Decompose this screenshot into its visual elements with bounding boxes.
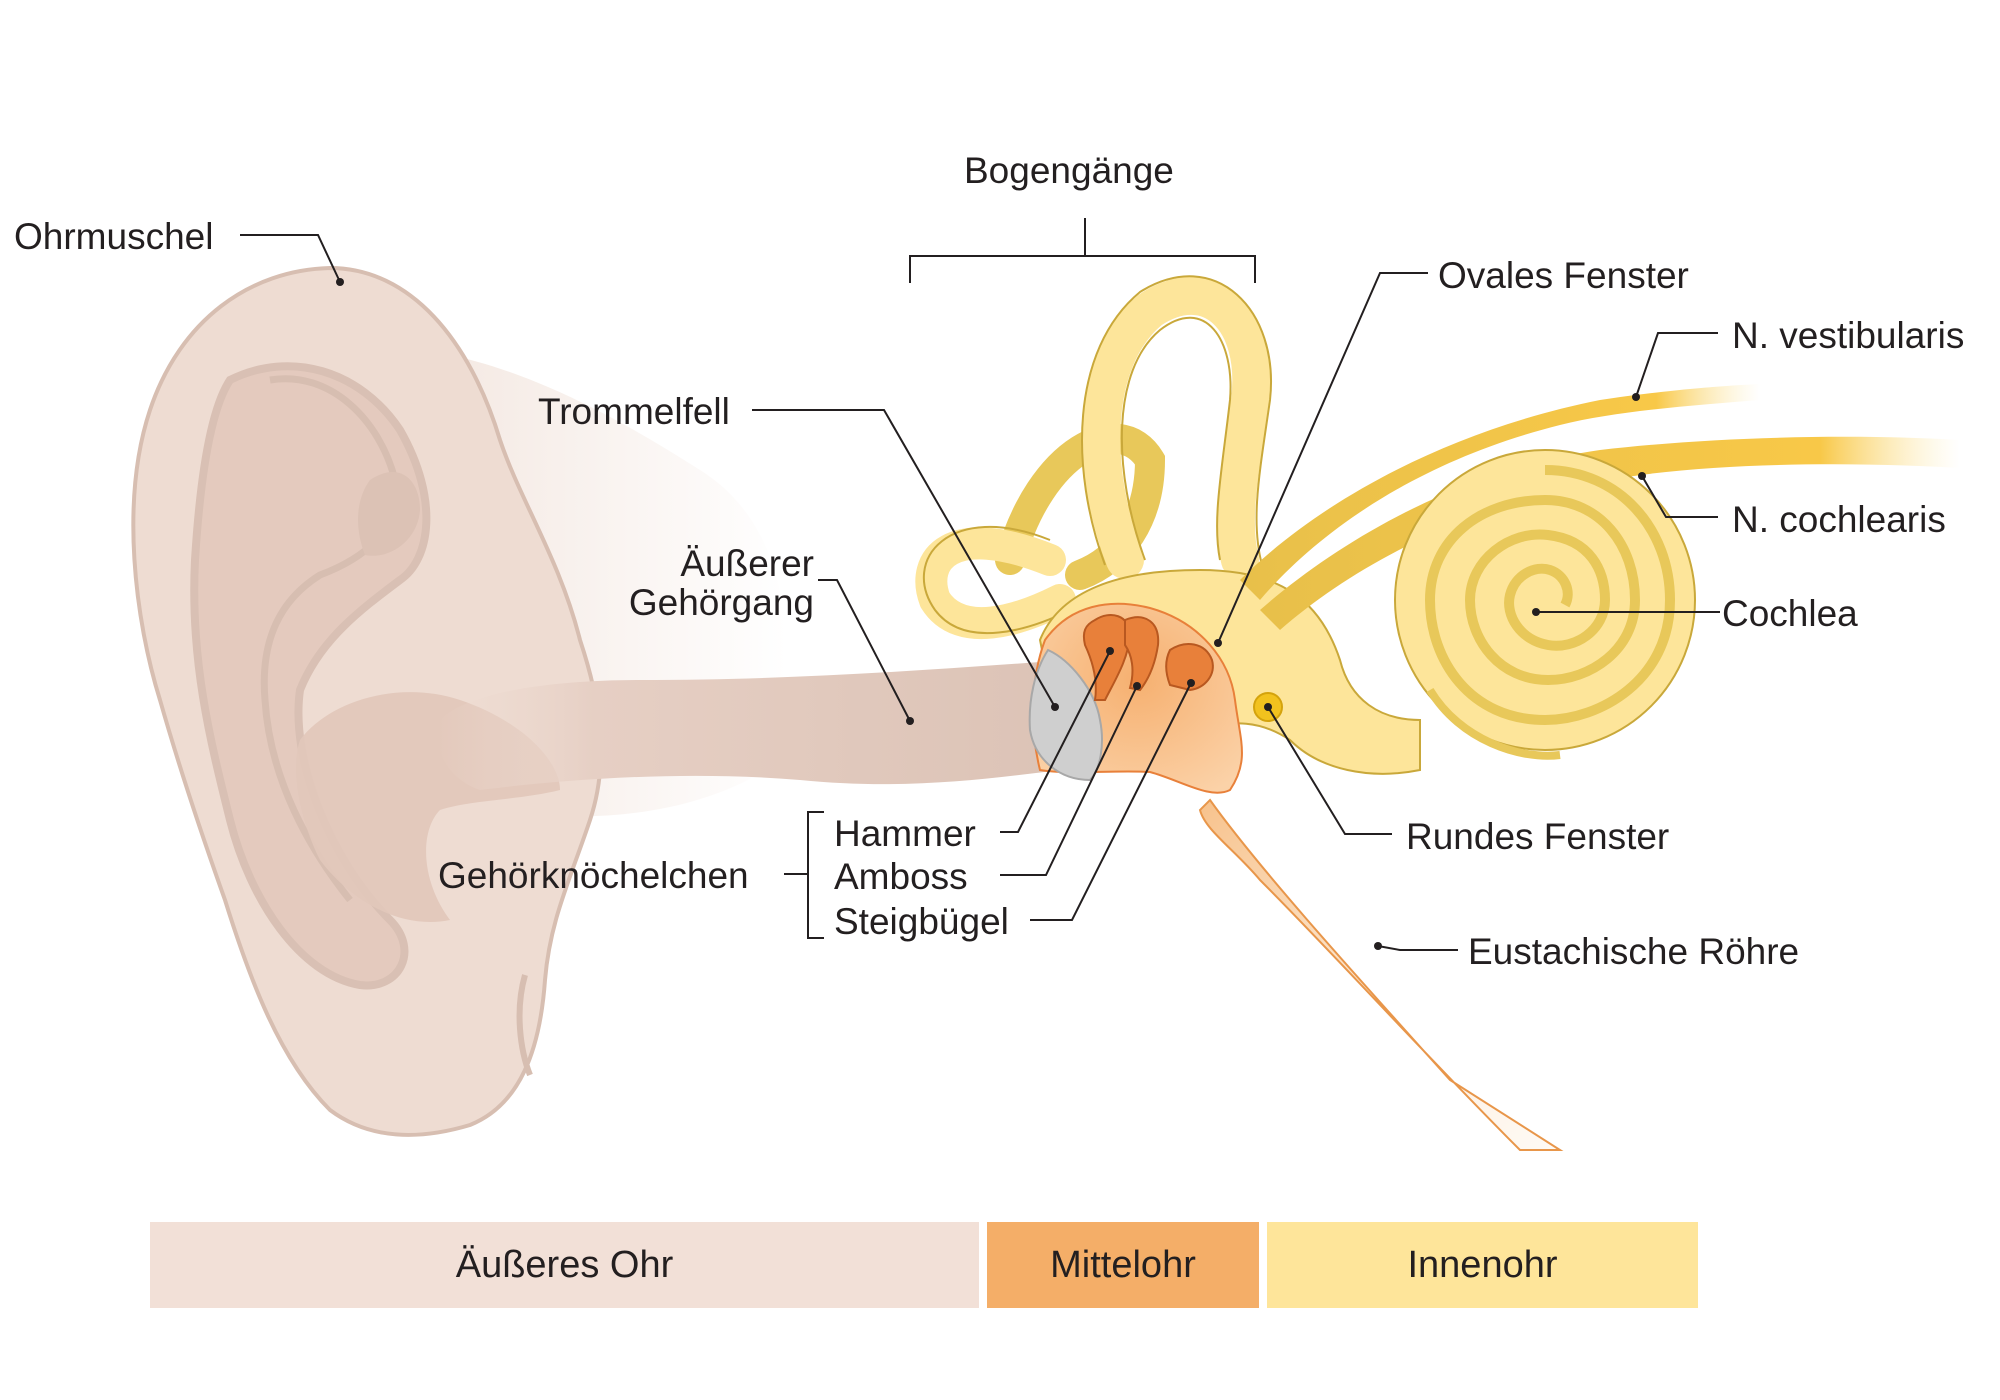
lateral-canal: [915, 527, 1076, 639]
leader-ohrmuschel: [240, 234, 341, 283]
ear-canal-shape: [437, 662, 1061, 790]
leader-n-vestibularis: [1635, 332, 1718, 398]
label-cochlea: Cochlea: [1722, 593, 1858, 634]
region-band-outer-ear: Äußeres Ohr: [150, 1222, 979, 1308]
cochlea-shape: [1394, 449, 1696, 760]
bracket-bogengaenge: [909, 255, 1256, 283]
label-ovales-fenster: Ovales Fenster: [1438, 255, 1689, 296]
region-band-middle-ear: Mittelohr: [987, 1222, 1259, 1308]
label-gehoerknoechelchen: Gehörknöchelchen: [438, 855, 749, 896]
label-aeusserer-gehoergang-line2: Gehörgang: [628, 582, 814, 623]
label-hammer: Hammer: [834, 813, 976, 854]
leader-n-cochlearis: [1641, 475, 1718, 518]
leader-steigbuegel: [1030, 682, 1192, 921]
ear-lobe-crease: [516, 974, 533, 1077]
leader-dots: [336, 278, 1646, 950]
label-ohrmuschel: Ohrmuschel: [14, 216, 214, 257]
triangular-fossa: [358, 471, 420, 556]
leader-rundes-fenster: [1267, 706, 1392, 835]
region-band-inner-ear: Innenohr: [1267, 1222, 1698, 1308]
label-n-vestibularis: N. vestibularis: [1732, 315, 1965, 356]
leader-hammer: [1000, 650, 1111, 833]
leader-gehoergang: [818, 579, 911, 722]
superior-canal: [1082, 277, 1271, 579]
leader-lines: [240, 218, 1720, 951]
label-aeusserer-gehoergang-line1: Äußerer: [680, 543, 814, 584]
label-aeusserer-gehoergang: Äußerer Gehörgang: [598, 545, 814, 621]
leader-amboss: [1000, 685, 1138, 876]
leader-ovales-fenster: [1217, 272, 1428, 644]
nervus-vestibularis: [1240, 384, 1760, 600]
label-trommelfell: Trommelfell: [538, 391, 730, 432]
bracket-gehoerknoechelchen: [807, 811, 824, 939]
label-rundes-fenster: Rundes Fenster: [1406, 816, 1670, 857]
stapes: [1165, 643, 1214, 692]
incus: [1124, 616, 1160, 692]
label-amboss: Amboss: [834, 856, 968, 897]
label-bogengaenge: Bogengänge: [964, 150, 1174, 191]
label-steigbuegel: Steigbügel: [834, 901, 1009, 942]
superior-canal-outline: [1081, 275, 1272, 566]
leader-eustachische-roehre: [1377, 945, 1458, 951]
label-eustachische-roehre: Eustachische Röhre: [1468, 931, 1800, 972]
eustachian-tube: [1198, 798, 1564, 1151]
leader-trommelfell: [752, 409, 1056, 708]
lateral-canal-outline: [923, 526, 1071, 634]
superior-canal-inner: [1120, 316, 1232, 561]
antihelix: [260, 375, 400, 903]
label-n-cochlearis: N. cochlearis: [1732, 499, 1946, 540]
